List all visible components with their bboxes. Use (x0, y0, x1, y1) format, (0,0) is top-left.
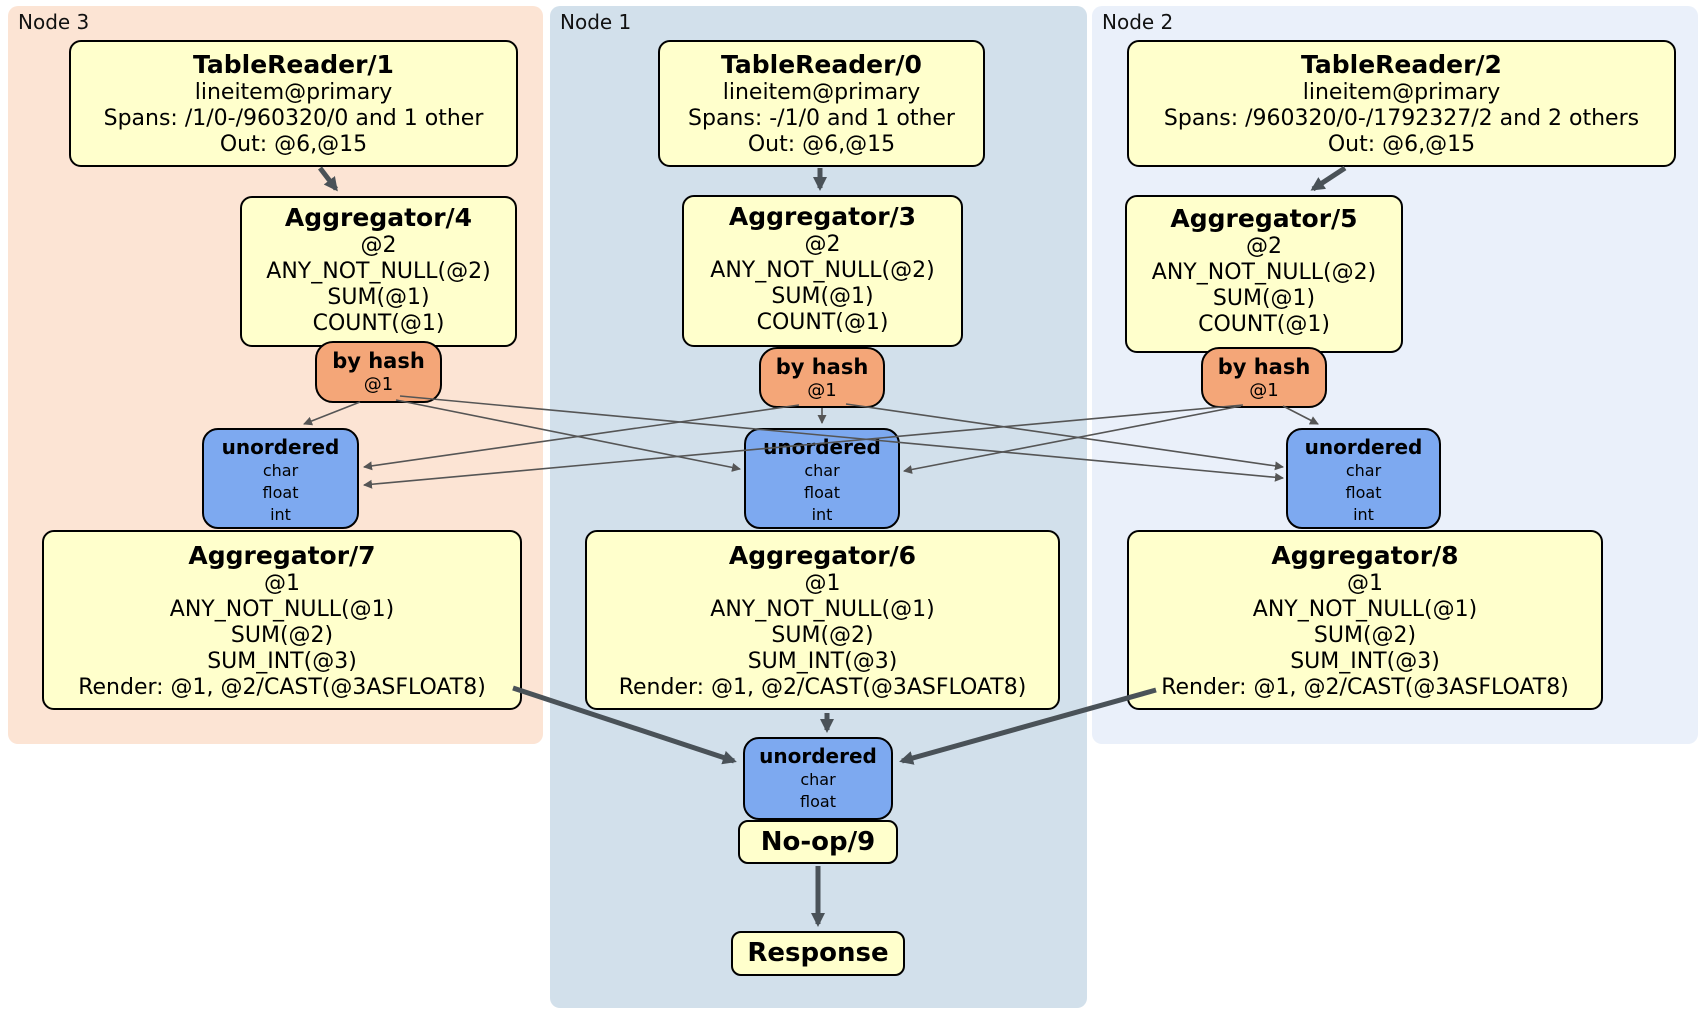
processor-line: Out: @6,@15 (219, 132, 368, 157)
processor-line: Render: @1, @2/CAST(@3ASFLOAT8) (78, 675, 486, 700)
sync-line: float (262, 483, 299, 502)
processor-line: Spans: /1/0-/960320/0 and 1 other (103, 106, 484, 131)
tablereader-1-box: TableReader/1 lineitem@primary Spans: /1… (69, 40, 518, 167)
processor-line: lineitem@primary (194, 80, 393, 105)
router-detail: @1 (807, 380, 837, 401)
processor-line: ANY_NOT_NULL(@1) (710, 597, 935, 622)
processor-line: Render: @1, @2/CAST(@3ASFLOAT8) (618, 675, 1027, 700)
processor-line: SUM(@1) (771, 284, 874, 309)
aggregator-8-box: Aggregator/8 @1 ANY_NOT_NULL(@1) SUM(@2)… (1127, 530, 1603, 710)
processor-line: COUNT(@1) (1198, 312, 1330, 337)
processor-title: Aggregator/8 (1271, 541, 1459, 570)
processor-line: SUM(@1) (1212, 286, 1316, 311)
node1-label: Node 1 (560, 10, 632, 34)
processor-title: Response (747, 938, 889, 968)
unordered-sync-node3: unordered char float int (202, 428, 359, 529)
processor-title: Aggregator/6 (728, 541, 917, 570)
aggregator-5-box: Aggregator/5 @2 ANY_NOT_NULL(@2) SUM(@1)… (1125, 195, 1403, 353)
processor-line: Out: @6,@15 (1327, 132, 1476, 157)
sync-title: unordered (221, 435, 340, 459)
sync-title: unordered (1304, 435, 1423, 459)
processor-title: Aggregator/7 (188, 541, 376, 570)
node3-label: Node 3 (18, 10, 90, 34)
sync-title: unordered (759, 744, 877, 768)
processor-line: COUNT(@1) (756, 310, 889, 335)
processor-title: TableReader/0 (721, 50, 922, 79)
router-detail: @1 (1249, 380, 1279, 401)
processor-line: COUNT(@1) (312, 311, 445, 336)
response-box: Response (731, 931, 905, 976)
sync-line: float (1345, 483, 1382, 502)
processor-line: ANY_NOT_NULL(@2) (710, 258, 935, 283)
processor-line: ANY_NOT_NULL(@1) (169, 597, 395, 622)
processor-title: Aggregator/5 (1170, 204, 1358, 233)
sync-line: char (1345, 461, 1382, 480)
processor-line: SUM_INT(@3) (747, 649, 898, 674)
sync-line: char (800, 770, 836, 789)
sync-title: unordered (763, 435, 881, 459)
aggregator-6-box: Aggregator/6 @1 ANY_NOT_NULL(@1) SUM(@2)… (585, 530, 1060, 710)
router-title: by hash (332, 349, 425, 373)
processor-line: @2 (360, 233, 397, 258)
processor-title: TableReader/1 (193, 50, 394, 79)
processor-line: SUM(@2) (230, 623, 334, 648)
router-title: by hash (1217, 355, 1311, 379)
processor-line: @1 (804, 571, 841, 596)
sync-line: char (262, 461, 299, 480)
processor-line: SUM_INT(@3) (207, 649, 357, 674)
processor-line: Render: @1, @2/CAST(@3ASFLOAT8) (1161, 675, 1569, 700)
sync-line: char (804, 461, 840, 480)
aggregator-3-box: Aggregator/3 @2 ANY_NOT_NULL(@2) SUM(@1)… (682, 195, 963, 347)
processor-line: SUM(@2) (771, 623, 874, 648)
processor-line: Out: @6,@15 (747, 132, 896, 157)
sync-line: int (811, 505, 833, 524)
router-title: by hash (775, 355, 869, 379)
processor-line: SUM_INT(@3) (1290, 649, 1440, 674)
processor-line: Spans: /960320/0-/1792327/2 and 2 others (1163, 106, 1640, 131)
unordered-sync-final: unordered char float (743, 737, 893, 820)
processor-title: TableReader/2 (1301, 50, 1502, 79)
hash-router-node2: by hash @1 (1201, 347, 1327, 408)
processor-line: lineitem@primary (722, 80, 921, 105)
processor-line: SUM(@1) (327, 285, 430, 310)
sync-line: float (804, 483, 840, 502)
processor-title: Aggregator/3 (728, 202, 917, 231)
processor-line: @1 (264, 571, 300, 596)
processor-line: ANY_NOT_NULL(@1) (1252, 597, 1478, 622)
processor-line: @1 (1347, 571, 1383, 596)
router-detail: @1 (363, 374, 394, 395)
processor-line: @2 (1246, 234, 1282, 259)
hash-router-node3: by hash @1 (315, 341, 442, 403)
noop-9-box: No-op/9 (738, 820, 898, 864)
sync-line: int (270, 505, 291, 524)
node2-label: Node 2 (1102, 10, 1174, 34)
tablereader-0-box: TableReader/0 lineitem@primary Spans: -/… (658, 40, 985, 167)
sync-line: float (800, 792, 836, 811)
sync-line: int (1353, 505, 1374, 524)
processor-title: No-op/9 (760, 826, 876, 857)
aggregator-7-box: Aggregator/7 @1 ANY_NOT_NULL(@1) SUM(@2)… (42, 530, 522, 710)
tablereader-2-box: TableReader/2 lineitem@primary Spans: /9… (1127, 40, 1676, 167)
processor-line: Spans: -/1/0 and 1 other (688, 106, 955, 131)
unordered-sync-node2: unordered char float int (1286, 428, 1441, 529)
processor-line: @2 (804, 232, 841, 257)
aggregator-4-box: Aggregator/4 @2 ANY_NOT_NULL(@2) SUM(@1)… (240, 196, 517, 347)
hash-router-node1: by hash @1 (759, 347, 885, 408)
processor-line: ANY_NOT_NULL(@2) (1151, 260, 1377, 285)
processor-line: SUM(@2) (1313, 623, 1417, 648)
processor-line: lineitem@primary (1302, 80, 1501, 105)
processor-line: ANY_NOT_NULL(@2) (266, 259, 491, 284)
unordered-sync-node1: unordered char float int (744, 428, 900, 529)
processor-title: Aggregator/4 (284, 203, 473, 232)
